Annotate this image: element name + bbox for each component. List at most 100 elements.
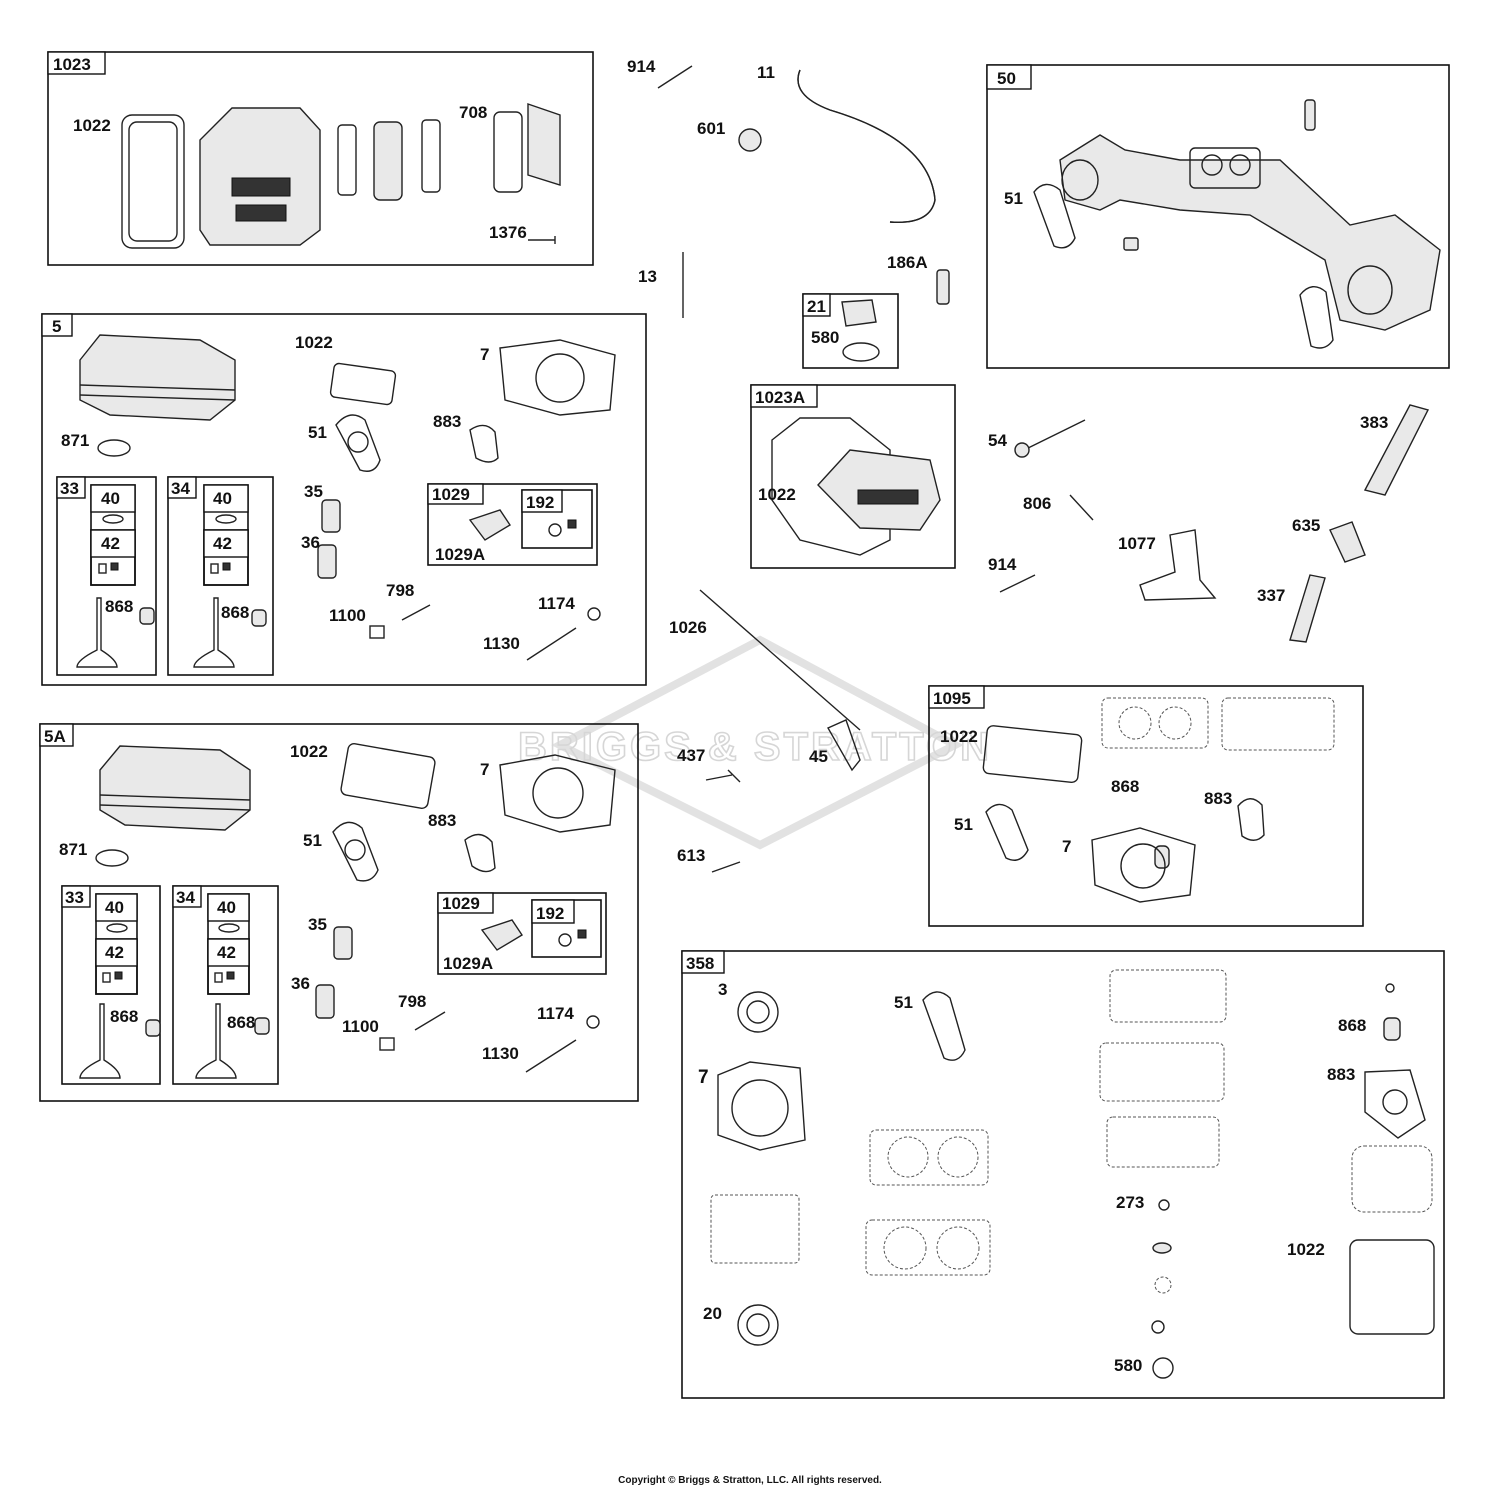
kit-box-1023 (47, 51, 594, 266)
callout: 635 (1292, 516, 1320, 535)
kit-id-42: 42 (213, 534, 232, 553)
kit-id-1023: 1023 (53, 55, 91, 74)
callout: 1029A (435, 545, 485, 564)
kit-id-192: 192 (526, 493, 554, 512)
callout: 883 (428, 811, 456, 830)
kit-id-1095: 1095 (933, 689, 971, 708)
callout: 1022 (758, 485, 796, 504)
kit-box-5 (41, 313, 647, 686)
intake-manifold (1059, 134, 1441, 331)
callout: 20 (703, 1304, 722, 1323)
callout: 883 (433, 412, 461, 431)
callout: 337 (1257, 586, 1285, 605)
callout: 51 (894, 993, 913, 1012)
callout: 798 (398, 992, 426, 1011)
brand-watermark: BRIGGS & STRATTON (517, 635, 992, 850)
callout: 1130 (483, 634, 520, 653)
callout: 383 (1360, 413, 1388, 432)
callout: 273 (1116, 1193, 1144, 1212)
kit-box-34 (167, 476, 274, 676)
kit-box-33-b (61, 885, 161, 1085)
kit-box-33 (56, 476, 157, 676)
callout: 1029A (443, 954, 493, 973)
callout: 1026 (669, 618, 707, 637)
kit-id-1029: 1029 (432, 485, 470, 504)
callout: 868 (1338, 1016, 1366, 1035)
callout: 1022 (290, 742, 328, 761)
callout: 868 (221, 603, 249, 622)
callout: 806 (1023, 494, 1051, 513)
callout: 798 (386, 581, 414, 600)
kit-id-42: 42 (105, 943, 124, 962)
kit-box-1029-b (437, 892, 607, 975)
kit-id-192-b: 192 (536, 904, 564, 923)
rocker-cover-gasket (121, 114, 185, 249)
callout: 868 (105, 597, 133, 616)
callout: 1022 (295, 333, 333, 352)
callout: 51 (1004, 189, 1023, 208)
callout: 1130 (482, 1044, 519, 1063)
kit-box-1095 (928, 685, 1364, 927)
breather-cover (527, 103, 561, 186)
kit-box-34-b (172, 885, 279, 1085)
kit-id-33-b: 33 (65, 888, 84, 907)
ignition-coil (1363, 404, 1430, 496)
kit-id-34-b: 34 (176, 888, 195, 907)
kit-box-50 (986, 64, 1450, 369)
callout: 1022 (940, 727, 978, 746)
kit-id-34: 34 (171, 479, 190, 498)
callout: 437 (677, 746, 705, 765)
kit-box-358 (681, 950, 1445, 1399)
kit-id-40: 40 (101, 489, 120, 508)
callout: 186A (887, 253, 928, 272)
callout: 7 (698, 1067, 709, 1088)
kit-40-42-group: 40 42 (203, 484, 249, 586)
callout: 35 (308, 915, 327, 934)
callout: 13 (638, 267, 657, 286)
callout: 868 (110, 1007, 138, 1026)
callout: 868 (1111, 777, 1139, 796)
kit-id-5: 5 (52, 317, 61, 336)
callout: 1174 (537, 1004, 574, 1023)
callout: 35 (304, 482, 323, 501)
callout: 1376 (489, 223, 527, 242)
callout: 45 (809, 747, 828, 766)
kit-id-21: 21 (807, 297, 826, 316)
callout: 914 (988, 555, 1017, 574)
callout: 7 (1062, 837, 1071, 856)
kit-40-42-group: 40 42 (90, 484, 136, 586)
callout: 708 (459, 103, 487, 122)
callout: 601 (697, 119, 725, 138)
kit-40-42-group: 40 42 (207, 893, 250, 995)
kit-id-42: 42 (217, 943, 236, 962)
kit-id-50: 50 (997, 69, 1016, 88)
kit-id-358: 358 (686, 954, 714, 973)
callout: 871 (59, 840, 87, 859)
watermark-text: BRIGGS & STRATTON (518, 725, 992, 769)
copyright-notice: Copyright © Briggs & Stratton, LLC. All … (618, 1475, 882, 1486)
kit-box-5a (39, 723, 639, 1102)
kit-id-5a: 5A (44, 727, 66, 746)
callout: 1174 (538, 594, 575, 613)
callout: 1100 (342, 1017, 379, 1036)
kit-box-1023a (750, 384, 956, 569)
callout: 613 (677, 846, 705, 865)
kit-id-40: 40 (217, 898, 236, 917)
callout: 36 (301, 533, 320, 552)
callout: 54 (988, 431, 1007, 450)
cylinder-head (79, 334, 236, 421)
kit-box-1029 (427, 483, 598, 566)
kit-id-42: 42 (101, 534, 120, 553)
callout: 7 (480, 345, 489, 364)
kit-id-40: 40 (105, 898, 124, 917)
callout-labels: 1022 708 1376 914 11 601 13 186A 580 51 … (59, 57, 1388, 1375)
callout: 3 (718, 980, 727, 999)
kit-box-21 (802, 293, 899, 369)
callout: 580 (1114, 1356, 1142, 1375)
callout: 51 (954, 815, 973, 834)
callout: 7 (480, 760, 489, 779)
kit-id-40: 40 (213, 489, 232, 508)
callout: 51 (303, 831, 322, 850)
callout: 1100 (329, 606, 366, 625)
kit-40-42-group: 40 42 (95, 893, 138, 995)
